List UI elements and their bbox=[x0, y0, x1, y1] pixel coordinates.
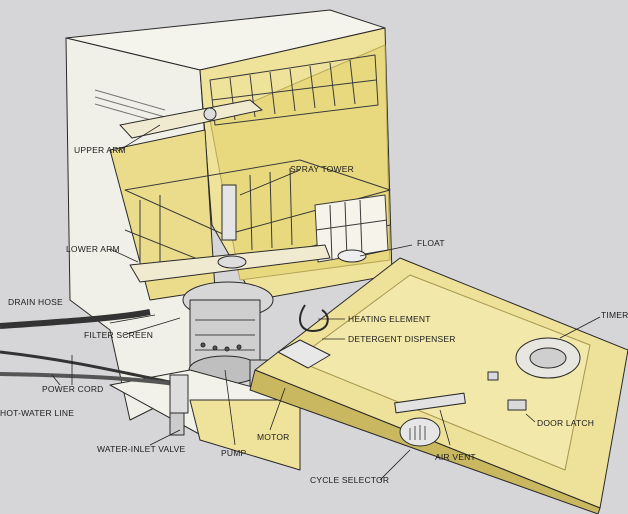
label-timer: TIMER bbox=[601, 310, 628, 320]
heating-element bbox=[299, 304, 329, 332]
label-detergent-dispenser: DETERGENT DISPENSER bbox=[348, 334, 456, 344]
drain-hose bbox=[0, 309, 151, 329]
upper-rack bbox=[209, 54, 379, 126]
door-liner bbox=[294, 274, 591, 471]
silverware-basket bbox=[314, 194, 389, 263]
label-lower-arm: LOWER ARM bbox=[66, 244, 120, 254]
upper-spray-arm bbox=[119, 99, 263, 139]
power-cord bbox=[0, 350, 171, 384]
label-heating-element: HEATING ELEMENT bbox=[348, 314, 431, 324]
label-motor: MOTOR bbox=[257, 432, 290, 442]
air-vent bbox=[394, 392, 466, 414]
spray-tower bbox=[221, 184, 237, 241]
leader-lines bbox=[51, 124, 601, 481]
label-water-inlet-valve: WATER-INLET VALVE bbox=[97, 444, 186, 454]
label-power-cord: POWER CORD bbox=[42, 384, 104, 394]
kick-plate bbox=[189, 399, 301, 471]
detergent-dispenser bbox=[277, 339, 331, 369]
label-cycle-selector: CYCLE SELECTOR bbox=[310, 475, 390, 485]
label-upper-arm: UPPER ARM bbox=[74, 145, 126, 155]
label-hot-water-line: HOT-WATER LINE bbox=[0, 408, 75, 418]
float bbox=[337, 249, 367, 263]
label-spray-tower: SPRAY TOWER bbox=[290, 164, 354, 174]
hot-water-line bbox=[0, 372, 176, 386]
label-filter-screen: FILTER SCREEN bbox=[84, 330, 154, 340]
water-inlet-valve bbox=[169, 374, 189, 414]
label-pump: PUMP bbox=[221, 448, 247, 458]
label-door-latch: DOOR LATCH bbox=[537, 418, 595, 428]
label-air-vent: AIR VENT bbox=[435, 452, 476, 462]
label-float: FLOAT bbox=[417, 238, 445, 248]
door-latch bbox=[507, 399, 527, 411]
label-drain-hose: DRAIN HOSE bbox=[8, 297, 63, 307]
